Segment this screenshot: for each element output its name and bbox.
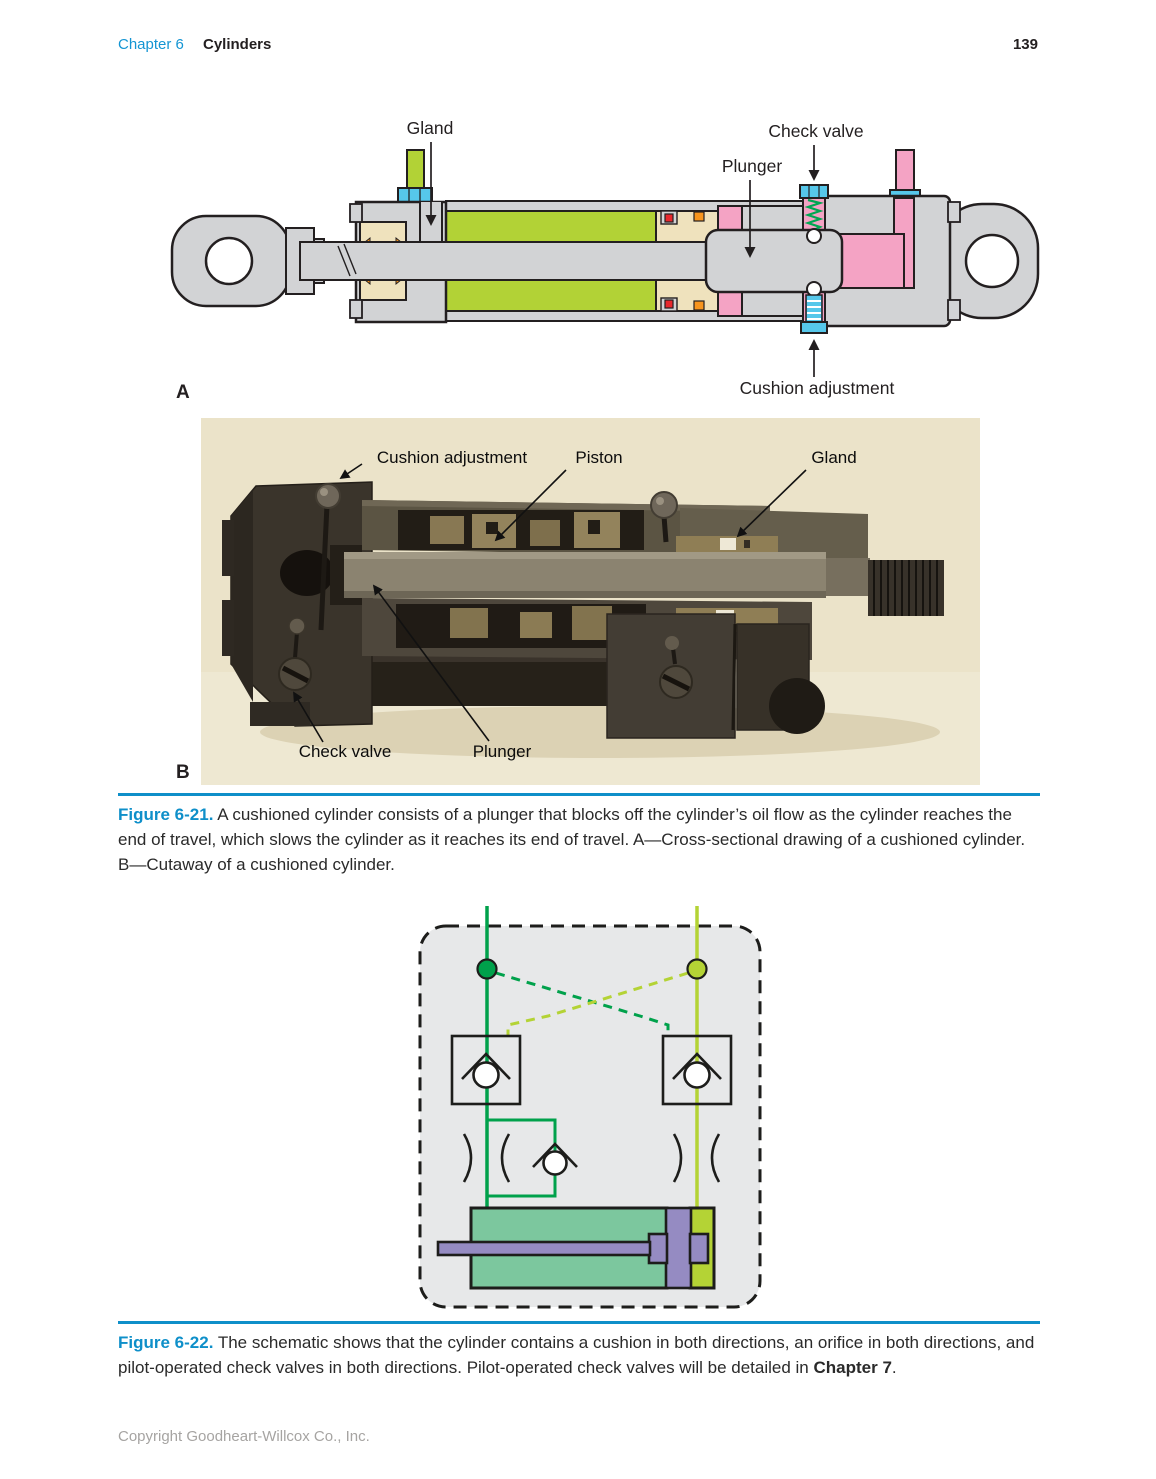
figure-6-22-text-end: . [891, 1358, 897, 1377]
pilot-line-green [495, 971, 670, 1035]
pilot-line-lime [506, 971, 689, 1035]
schematic-cushion-right [688, 1232, 710, 1265]
pilot-check-valve-right [661, 1034, 733, 1106]
panel-label-a: A [176, 382, 190, 403]
section-title: Cylinders [203, 36, 272, 53]
top-middle-screw [650, 491, 678, 543]
figure-6-22-chapter-ref: Chapter 7 [813, 1358, 892, 1377]
photo-callout-piston-arrow [494, 469, 567, 542]
callout-check-valve: Check valve [768, 121, 863, 141]
figure-6-21-caption: Figure 6-21. A cushioned cylinder consis… [118, 793, 1040, 877]
figure-6-22-label: Figure 6-22. [118, 1333, 214, 1352]
rod-eye [170, 214, 325, 308]
panel-label-b: B [176, 762, 190, 783]
photo-callout-piston: Piston [575, 448, 622, 467]
copyright-notice: Copyright Goodheart-Willcox Co., Inc. [118, 1428, 370, 1445]
callout-plunger: Plunger [722, 156, 782, 176]
plunger-rod [344, 552, 944, 616]
cushioned-cylinder-cutaway-photo: Cushion adjustment Piston Gland Check va… [201, 418, 980, 785]
figure-6-21-label: Figure 6-21. [118, 805, 214, 824]
photo-callout-cushion-adjustment-arrow [339, 463, 363, 480]
cushioned-cylinder-cross-section-diagram: Gland Check valve Plunger Cushion adjust… [170, 118, 1040, 398]
pilot-check-valve-left [450, 1034, 522, 1106]
tie-rod-nut [947, 201, 961, 223]
photo-callout-check-valve: Check valve [299, 742, 392, 761]
cushion-adjustment-screw [800, 281, 828, 334]
schematic-piston [664, 1206, 693, 1290]
figure-6-22-text: The schematic shows that the cylinder co… [118, 1333, 1035, 1377]
bypass-check-valve [532, 1142, 578, 1176]
figure-6-22-caption: Figure 6-22. The schematic shows that th… [118, 1321, 1040, 1380]
cushion-adjustment-screw-photo [315, 483, 341, 631]
photo-callout-cushion-adjustment: Cushion adjustment [377, 448, 528, 467]
pilot-tap-green [476, 958, 498, 980]
photo-callout-gland-arrow [736, 469, 807, 538]
schematic-rod [436, 1240, 652, 1257]
orifice-left [462, 1133, 511, 1183]
schematic-cylinder [436, 1206, 716, 1290]
photo-callout-plunger-arrow [372, 584, 490, 742]
photo-callout-plunger: Plunger [473, 742, 532, 761]
schematic-cushion-left [647, 1232, 669, 1265]
cushion-circuit-schematic [418, 906, 762, 1309]
check-valve-screw-photo [278, 617, 312, 691]
photo-callout-check-valve-arrow [293, 691, 324, 743]
piston-rod [299, 241, 711, 281]
check-valve [799, 184, 829, 244]
tie-rod-nut [947, 299, 961, 321]
plunger [704, 228, 844, 294]
rod-end-blocks [606, 613, 825, 739]
photo-callout-gland: Gland [811, 448, 856, 467]
figure-6-21-text: A cushioned cylinder consists of a plung… [118, 805, 1026, 874]
callout-gland: Gland [407, 118, 454, 138]
chapter-label: Chapter 6 [118, 36, 184, 53]
callout-cushion-adjustment: Cushion adjustment [740, 378, 895, 398]
page-number: 139 [1012, 36, 1038, 53]
bottom-middle-screw [659, 636, 693, 699]
orifice-right [672, 1133, 721, 1183]
pilot-tap-lime [686, 958, 708, 980]
